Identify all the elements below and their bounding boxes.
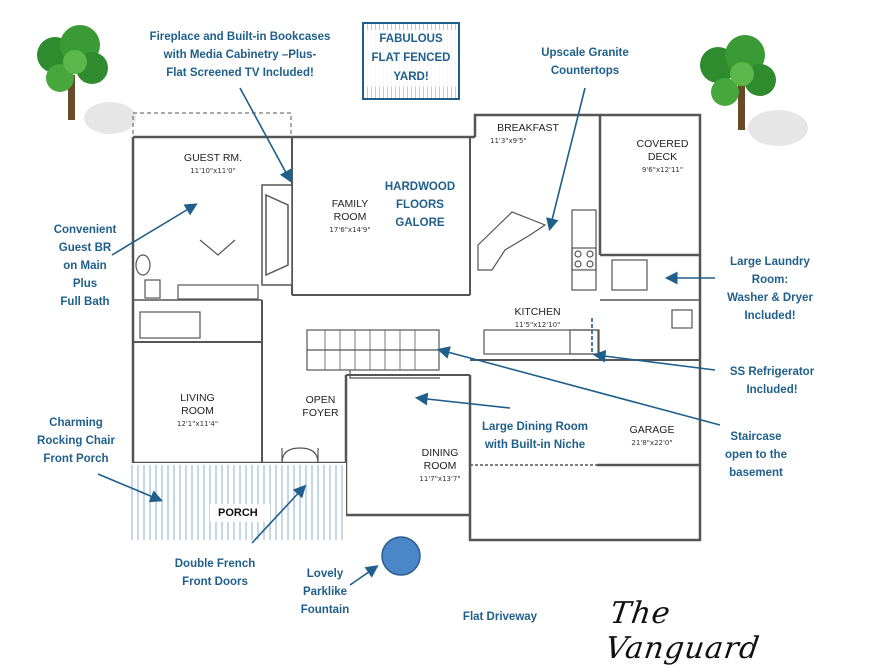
guest-room-name: GUEST RM. <box>183 152 243 164</box>
bathroom <box>135 239 259 339</box>
refrigerator-line-1: SS Refrigerator <box>729 366 815 378</box>
deck-label: COVERED DECK 9'6"x12'11" <box>620 138 705 177</box>
dining-callout: Large Dining Room with Built-in Niche <box>470 418 600 454</box>
dining-room-label: DINING ROOM 11'7"x13'7" <box>405 447 475 486</box>
staircase-line-2: open to the <box>725 449 787 461</box>
porch-callout-line-2: Rocking Chair <box>37 435 115 447</box>
breakfast-label: BREAKFAST 11'3"x9'5" <box>478 122 578 148</box>
family-room-dim: 17'6"x14'9" <box>329 226 371 234</box>
driveway-callout: Flat Driveway <box>445 608 555 626</box>
yard-line-1: FABULOUS <box>379 33 443 45</box>
living-room-dim: 12'1"x11'4" <box>176 420 219 428</box>
fireplace <box>261 184 293 286</box>
granite-line-1: Upscale Granite <box>541 47 629 59</box>
doors-line-1: Double French <box>174 558 256 570</box>
fountain-line-2: Parklike <box>302 586 348 598</box>
breakfast-dim: 11'3"x9'5" <box>490 137 527 145</box>
refrigerator-line-2: Included! <box>746 384 798 396</box>
laundry-line-2: Room: <box>751 274 789 286</box>
doors-callout: Double French Front Doors <box>160 555 270 591</box>
staircase-line-3: basement <box>729 467 783 479</box>
dining-room-name-1: DINING <box>421 447 459 459</box>
fountain-line-1: Lovely <box>306 568 344 580</box>
porch-railing <box>131 465 343 540</box>
kitchen-dim: 11'5"x12'10" <box>514 321 561 329</box>
deck-name-1: COVERED <box>636 138 689 150</box>
laundry-callout: Large Laundry Room: Washer & Dryer Inclu… <box>710 253 830 325</box>
fireplace-line-1: Fireplace and Built-in Bookcases <box>149 31 331 43</box>
tree-right <box>700 35 808 146</box>
guest-line-2: Guest BR <box>58 242 112 254</box>
refrigerator-callout: SS Refrigerator Included! <box>712 363 832 399</box>
dining-room-name-2: ROOM <box>423 460 457 472</box>
kitchen-label: KITCHEN 11'5"x12'10" <box>500 306 575 332</box>
garage-name: GARAGE <box>629 424 675 436</box>
yard-line-2: FLAT FENCED <box>371 52 451 64</box>
deck-dim: 9'6"x12'11" <box>641 166 684 174</box>
kitchen-counters <box>477 209 693 355</box>
french-doors <box>281 447 319 464</box>
living-room-name-1: LIVING <box>180 392 215 404</box>
granite-line-2: Countertops <box>550 65 620 77</box>
family-room-name-1: FAMILY <box>331 198 369 210</box>
hardwood-line-2: FLOORS <box>396 199 444 211</box>
living-room-label: LIVING ROOM 12'1"x11'4" <box>160 392 235 431</box>
family-room-name-2: ROOM <box>333 211 367 223</box>
guest-callout: Convenient Guest BR on Main Plus Full Ba… <box>30 221 140 311</box>
porch-callout-line-1: Charming <box>49 417 103 429</box>
laundry-line-1: Large Laundry <box>730 256 810 268</box>
fountain-marker <box>381 536 421 576</box>
porch-callout-line-3: Front Porch <box>43 453 109 465</box>
porch-label: PORCH <box>218 507 258 519</box>
hardwood-line-3: GALORE <box>395 217 445 229</box>
fenced-yard-sign: FABULOUS FLAT FENCED YARD! <box>362 22 460 100</box>
foyer-label: OPEN FOYER <box>288 394 353 420</box>
driveway-line-1: Flat Driveway <box>462 611 538 623</box>
dining-room-dim: 11'7"x13'7" <box>419 475 461 483</box>
dining-callout-line-2: with Built-in Niche <box>484 439 586 451</box>
porch <box>128 463 346 541</box>
foyer-name-2: FOYER <box>302 407 339 419</box>
laundry-line-3: Washer & Dryer <box>727 292 813 304</box>
foyer-name-1: OPEN <box>305 394 336 406</box>
living-room-name-2: ROOM <box>181 405 214 417</box>
fireplace-callout: Fireplace and Built-in Bookcases with Me… <box>140 28 340 82</box>
guest-room-label: GUEST RM. 11'10"x11'0" <box>168 152 258 178</box>
signature: The Vanguard <box>603 596 763 666</box>
guest-line-1: Convenient <box>53 224 117 236</box>
yard-line-3: YARD! <box>393 71 429 83</box>
callout-arrows <box>97 87 721 586</box>
doors-line-2: Front Doors <box>182 576 248 588</box>
fountain-line-3: Fountain <box>300 604 350 616</box>
hardwood-callout: HARDWOOD FLOORS GALORE <box>370 178 470 232</box>
deck-name-2: DECK <box>647 151 678 163</box>
tree-left <box>37 25 136 134</box>
laundry-line-4: Included! <box>744 310 796 322</box>
guest-line-4: Plus <box>72 278 98 290</box>
garage-label: GARAGE 21'8"x22'0" <box>612 424 692 450</box>
dining-callout-line-1: Large Dining Room <box>481 421 589 433</box>
fireplace-line-3: Flat Screened TV Included! <box>166 67 314 79</box>
family-room-label: FAMILY ROOM 17'6"x14'9" <box>310 198 390 237</box>
granite-callout: Upscale Granite Countertops <box>525 44 645 80</box>
garage-dim: 21'8"x22'0" <box>631 439 673 447</box>
hardwood-line-1: HARDWOOD <box>384 181 456 193</box>
staircase <box>306 329 440 379</box>
guest-room-dim: 11'10"x11'0" <box>190 167 236 175</box>
guest-line-5: Full Bath <box>60 296 110 308</box>
breakfast-name: BREAKFAST <box>497 122 559 134</box>
fountain-callout: Lovely Parklike Fountain <box>290 565 360 619</box>
guest-line-3: on Main <box>63 260 107 272</box>
fireplace-line-2: with Media Cabinetry –Plus- <box>163 49 317 61</box>
staircase-line-1: Staircase <box>730 431 782 443</box>
kitchen-name: KITCHEN <box>514 306 561 318</box>
staircase-callout: Staircase open to the basement <box>706 428 806 482</box>
porch-callout: Charming Rocking Chair Front Porch <box>28 414 124 468</box>
